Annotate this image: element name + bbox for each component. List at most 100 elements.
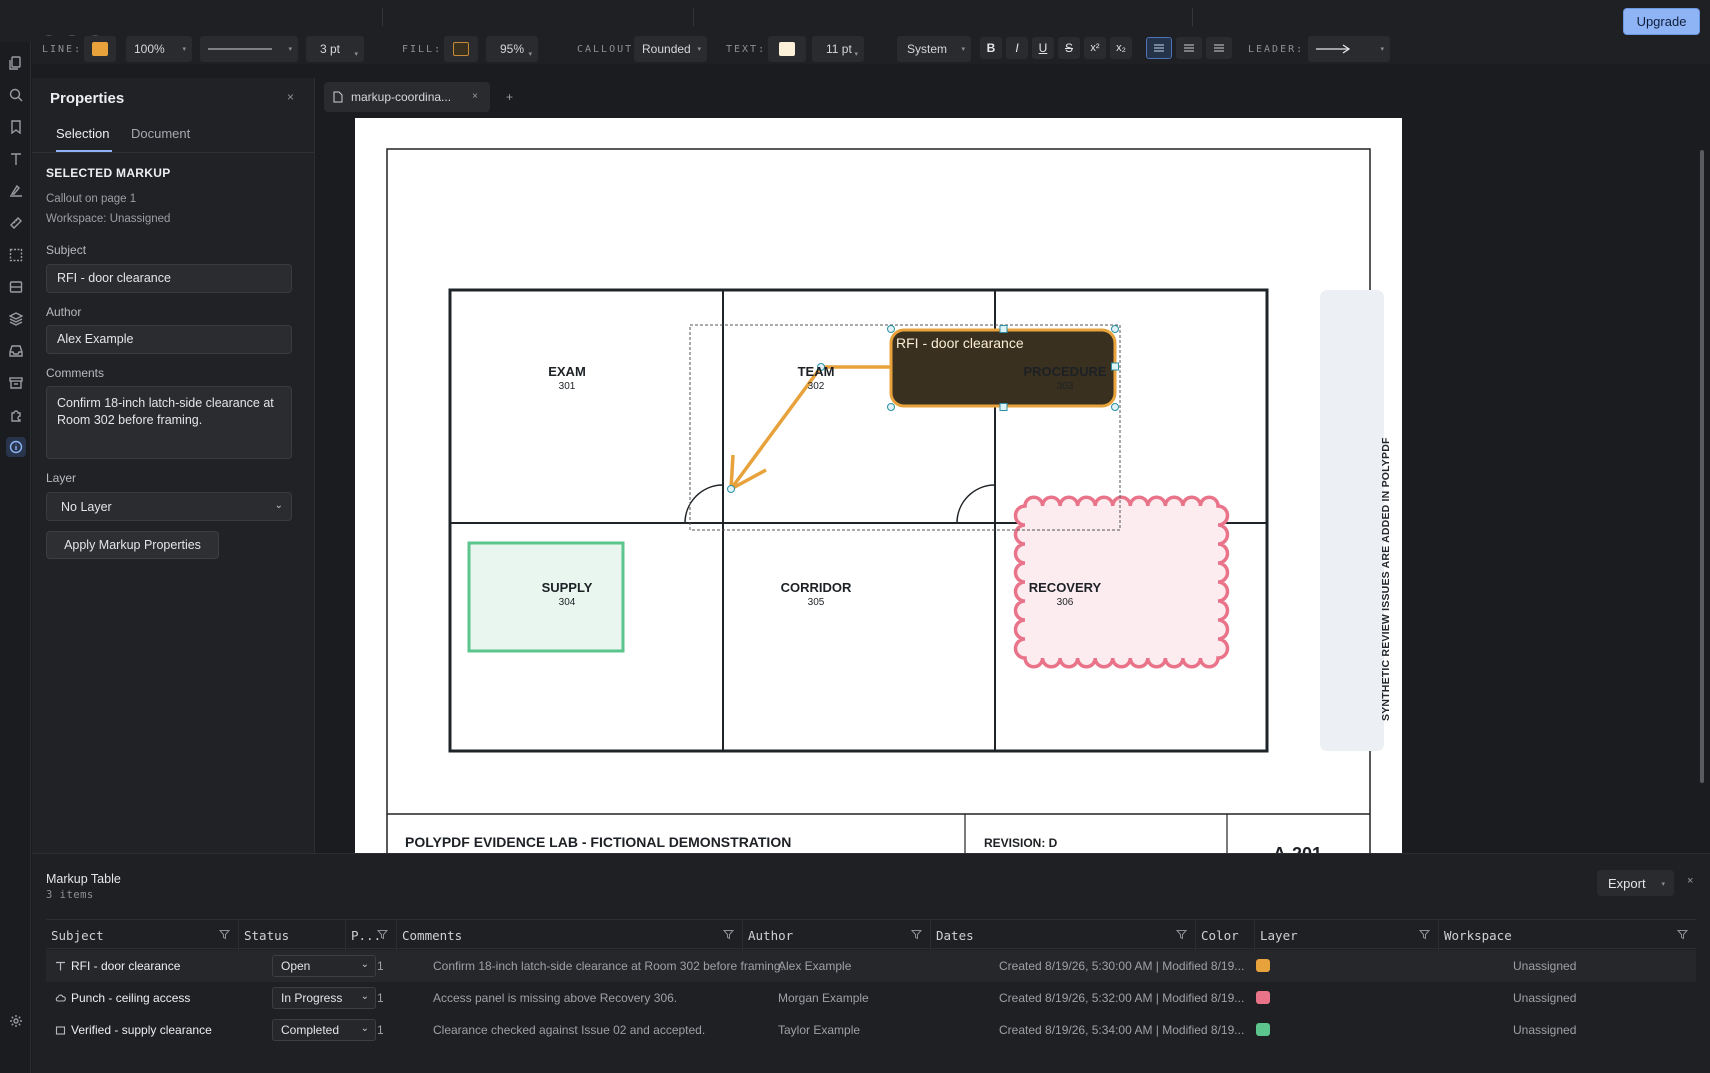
- plugin-icon[interactable]: [6, 405, 26, 425]
- layer-select[interactable]: No Layer ⌄: [46, 492, 292, 521]
- export-button[interactable]: Export▾: [1597, 870, 1674, 896]
- filter-icon[interactable]: [723, 929, 734, 940]
- measure-icon[interactable]: [6, 213, 26, 233]
- close-icon[interactable]: ×: [287, 90, 295, 104]
- text-label: TEXT:: [726, 44, 767, 55]
- filter-icon[interactable]: [377, 929, 388, 940]
- new-tab-button[interactable]: +: [506, 90, 514, 104]
- line-opacity-select[interactable]: 100%▾: [126, 36, 192, 62]
- text-color-picker[interactable]: [768, 36, 806, 62]
- inbox-icon[interactable]: [6, 341, 26, 361]
- author-label: Author: [46, 305, 82, 319]
- chevron-down-icon: ⌄: [274, 500, 283, 511]
- filter-icon[interactable]: [911, 929, 922, 940]
- room-name: SUPPLY: [541, 580, 593, 595]
- callout-style-select[interactable]: Rounded▾: [634, 36, 707, 62]
- status-select[interactable]: In Progress⌄: [272, 987, 376, 1009]
- status-select[interactable]: Completed⌄: [272, 1019, 376, 1041]
- text-icon: [56, 961, 65, 971]
- leader-handle: [817, 363, 825, 371]
- side-note-panel: [1320, 290, 1384, 751]
- subject-field[interactable]: RFI - door clearance: [46, 264, 292, 293]
- status-select[interactable]: Open⌄: [272, 955, 376, 977]
- chevron-down-icon: ▾: [1380, 46, 1384, 53]
- column-header-label: Layer: [1260, 927, 1298, 943]
- chevron-down-icon: ▾: [1661, 881, 1665, 888]
- archive-icon[interactable]: [6, 373, 26, 393]
- tab-document-file[interactable]: markup-coordina... ×: [324, 82, 490, 112]
- filter-icon[interactable]: [1419, 929, 1430, 940]
- column-header-dates[interactable]: Dates: [930, 920, 1195, 950]
- signature-icon[interactable]: [6, 181, 26, 201]
- filter-icon[interactable]: [219, 929, 230, 940]
- vertical-scrollbar[interactable]: [1700, 150, 1704, 783]
- pages-icon[interactable]: [6, 53, 26, 73]
- bold-button[interactable]: B: [980, 37, 1002, 59]
- column-header-comments[interactable]: Comments: [396, 920, 742, 950]
- apply-markup-properties-button[interactable]: Apply Markup Properties: [46, 531, 219, 559]
- divider: [1192, 8, 1193, 26]
- form-icon[interactable]: [6, 277, 26, 297]
- layers-icon[interactable]: [6, 309, 26, 329]
- cell-dates: Created 8/19/26, 5:30:00 AM | Modified 8…: [999, 959, 1245, 973]
- settings-gear-icon[interactable]: [6, 1011, 26, 1031]
- line-weight-stepper[interactable]: 3 pt▾: [306, 36, 364, 62]
- fill-opacity-stepper[interactable]: 95%▾: [486, 36, 538, 62]
- column-header-layer[interactable]: Layer: [1254, 920, 1438, 950]
- close-icon[interactable]: ×: [472, 91, 478, 102]
- comments-field[interactable]: Confirm 18-inch latch-side clearance at …: [46, 386, 292, 459]
- font-size-stepper[interactable]: 11 pt▾: [812, 36, 864, 62]
- font-family-select[interactable]: System▾: [897, 36, 971, 62]
- underline-button[interactable]: U: [1032, 37, 1054, 59]
- align-left-button[interactable]: [1146, 37, 1172, 59]
- align-center-button[interactable]: [1176, 37, 1202, 59]
- text-tool-icon[interactable]: [6, 149, 26, 169]
- select-area-icon[interactable]: [6, 245, 26, 265]
- arrow-right-icon: [1316, 44, 1351, 54]
- italic-button[interactable]: I: [1006, 37, 1028, 59]
- strikethrough-button[interactable]: S: [1058, 37, 1080, 59]
- close-icon[interactable]: ×: [1687, 875, 1694, 887]
- leader-style-select[interactable]: ▾: [1308, 36, 1390, 62]
- chevron-down-icon[interactable]: ▾: [854, 51, 858, 58]
- tab-selection[interactable]: Selection: [56, 126, 110, 141]
- search-icon[interactable]: [6, 85, 26, 105]
- column-header-p[interactable]: P...: [345, 920, 396, 950]
- align-right-button[interactable]: [1206, 37, 1232, 59]
- divider: [693, 8, 694, 26]
- filter-icon[interactable]: [1677, 929, 1688, 940]
- info-icon[interactable]: [6, 437, 26, 457]
- column-header-subject[interactable]: Subject: [46, 920, 238, 950]
- tab-document[interactable]: Document: [131, 126, 191, 141]
- upgrade-button[interactable]: Upgrade: [1623, 8, 1700, 35]
- callout-text[interactable]: RFI - door clearance: [896, 335, 1024, 351]
- leader-handle: [727, 485, 735, 493]
- file-icon: [333, 91, 343, 103]
- author-field[interactable]: Alex Example: [46, 325, 292, 354]
- subscript-button[interactable]: x₂: [1110, 37, 1132, 59]
- chevron-down-icon[interactable]: ▾: [354, 51, 358, 58]
- superscript-button[interactable]: x²: [1084, 37, 1106, 59]
- fill-color-picker[interactable]: [444, 36, 478, 62]
- properties-title: Properties: [50, 90, 125, 107]
- line-style-select[interactable]: ▾: [200, 36, 298, 62]
- cell-comments: Clearance checked against Issue 02 and a…: [433, 1023, 706, 1037]
- column-header-author[interactable]: Author: [742, 920, 930, 950]
- column-header-workspace[interactable]: Workspace: [1438, 920, 1696, 950]
- filter-icon[interactable]: [1176, 929, 1187, 940]
- column-header-status[interactable]: Status: [238, 920, 345, 950]
- bookmark-icon[interactable]: [6, 117, 26, 137]
- room-name: CORRIDOR: [780, 580, 852, 595]
- column-header-color[interactable]: Color: [1195, 920, 1254, 950]
- chevron-down-icon[interactable]: ▾: [528, 51, 532, 58]
- line-color-picker[interactable]: [84, 36, 116, 62]
- cloud-icon: [55, 994, 66, 1002]
